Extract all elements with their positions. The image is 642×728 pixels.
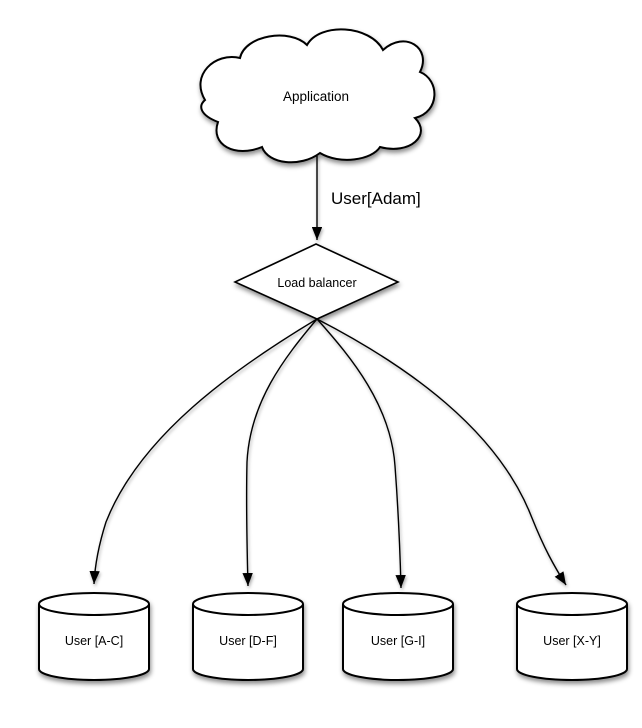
shard-a-c-cylinder-top	[38, 592, 150, 616]
edge-loadbalancer-to-shard-d-f	[242, 318, 318, 587]
edge-user-adam-label: User[Adam]	[331, 189, 421, 208]
edge-loadbalancer-to-shard-g-i	[316, 318, 406, 589]
edge-loadbalancer-to-shard-x-y	[316, 318, 567, 586]
node-shard-a-c: User [A-C]	[38, 592, 150, 681]
diagram-edges	[89, 156, 567, 589]
application-cloud-shape	[199, 28, 436, 164]
load-balancer-label: Load balancer	[277, 276, 356, 290]
node-shard-x-y: User [X-Y]	[516, 592, 628, 681]
node-shard-d-f: User [D-F]	[192, 592, 304, 681]
shard-x-y-label: User [X-Y]	[543, 634, 601, 648]
application-label: Application	[283, 89, 349, 104]
shard-d-f-label: User [D-F]	[219, 634, 277, 648]
shard-g-i-label: User [G-I]	[371, 634, 425, 648]
shard-g-i-cylinder-shape	[342, 604, 454, 681]
shard-x-y-cylinder-top	[516, 592, 628, 616]
node-load-balancer: Load balancer	[233, 243, 400, 320]
shard-d-f-cylinder-top	[192, 592, 304, 616]
shard-a-c-cylinder-shape	[38, 604, 150, 681]
edge-loadbalancer-to-shard-a-c	[89, 318, 318, 585]
shard-g-i-cylinder-top	[342, 592, 454, 616]
shard-a-c-label: User [A-C]	[65, 634, 123, 648]
shard-x-y-cylinder-shape	[516, 604, 628, 681]
node-shard-g-i: User [G-I]	[342, 592, 454, 681]
node-application: Application	[199, 28, 436, 164]
load-balancer-diamond-shape	[233, 243, 400, 320]
shard-d-f-cylinder-shape	[192, 604, 304, 681]
